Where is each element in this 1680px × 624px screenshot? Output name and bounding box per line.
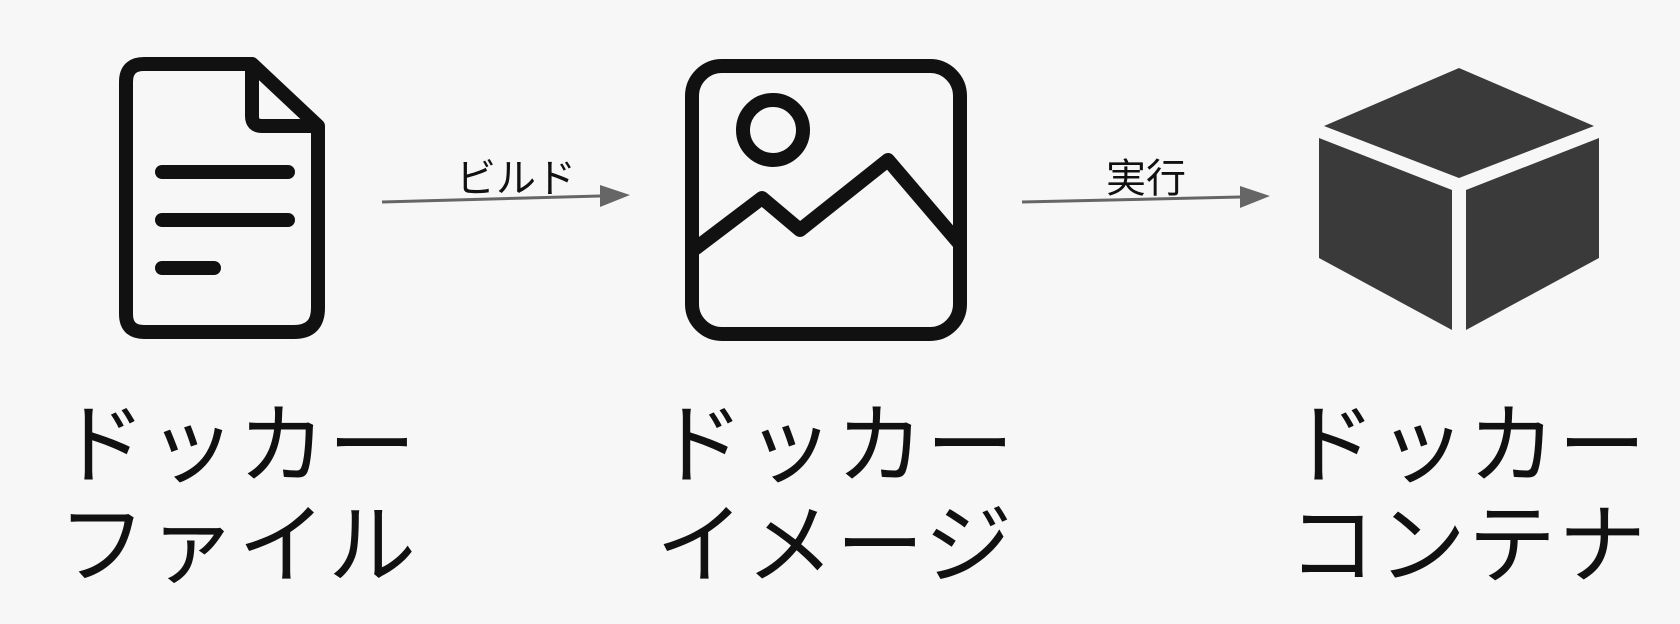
dockerfile-caption-line1: ドッカー (58, 394, 419, 497)
docker-container-caption-line2: コンテナ (1288, 494, 1649, 597)
run-arrow (1021, 186, 1270, 208)
dockerfile-caption: ドッカー ファイル (58, 394, 419, 597)
docker-container-caption: ドッカー コンテナ (1288, 394, 1649, 597)
cube-icon (1319, 68, 1599, 330)
docker-image-caption-line1: ドッカー (656, 394, 1017, 497)
docker-container-caption-line1: ドッカー (1288, 394, 1649, 497)
build-arrow (381, 185, 630, 207)
build-arrow-label: ビルド (456, 156, 576, 202)
image-icon (685, 59, 967, 341)
run-arrow-label: 実行 (1106, 156, 1186, 202)
document-icon (119, 57, 325, 339)
docker-image-caption: ドッカー イメージ (656, 394, 1017, 597)
docker-image-caption-line2: イメージ (656, 494, 1015, 597)
dockerfile-caption-line2: ファイル (58, 494, 419, 597)
